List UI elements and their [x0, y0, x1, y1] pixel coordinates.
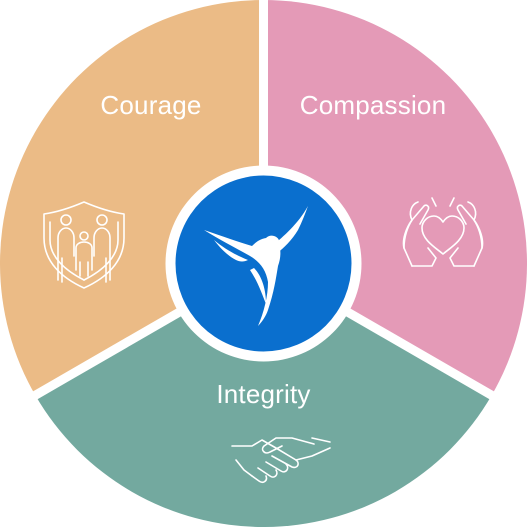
segment-integrity [35, 263, 492, 527]
heart-hands-icon [402, 197, 484, 267]
handshake-icon [231, 437, 331, 483]
segment-label-courage: Courage [100, 90, 201, 120]
segment-label-compassion: Compassion [300, 90, 447, 120]
family-shield-icon [43, 201, 125, 289]
segment-label-integrity: Integrity [216, 379, 310, 409]
dove-logo-icon [204, 206, 308, 326]
